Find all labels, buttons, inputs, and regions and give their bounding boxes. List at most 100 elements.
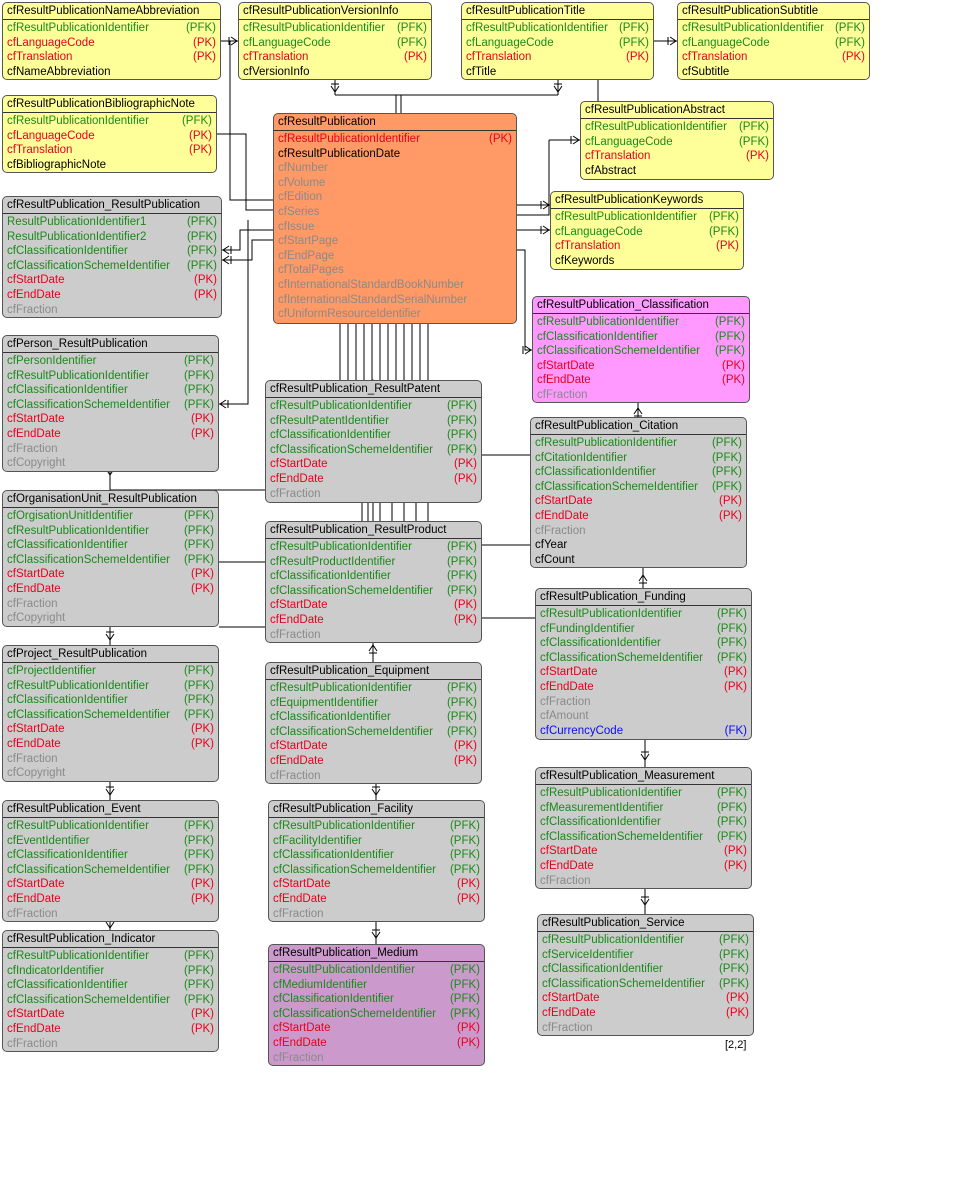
attribute-row: cfClassificationIdentifier(PFK) bbox=[7, 244, 217, 259]
attribute-key bbox=[210, 442, 214, 457]
attribute-row: cfClassificationSchemeIdentifier(PFK) bbox=[7, 708, 214, 723]
attribute-row: cfLanguageCode(PK) bbox=[7, 36, 216, 51]
attribute-key: (PFK) bbox=[834, 36, 865, 49]
attribute-name: cfUniformResourceIdentifier bbox=[278, 308, 421, 321]
attribute-row: cfClassificationIdentifier(PFK) bbox=[7, 978, 214, 993]
attribute-name: cfStartDate bbox=[540, 666, 598, 679]
attribute-name: cfEndDate bbox=[270, 613, 324, 626]
attribute-key: (PFK) bbox=[446, 414, 477, 427]
attribute-row: cfStartDate(PK) bbox=[7, 567, 214, 582]
attribute-row: cfEndDate(PK) bbox=[7, 582, 214, 597]
relationship-line bbox=[517, 249, 532, 351]
attribute-key bbox=[210, 1037, 214, 1051]
attribute-row: cfResultPublicationIdentifier(PFK) bbox=[7, 21, 216, 36]
attribute-key bbox=[861, 65, 865, 79]
entity-title: cfResultPublication_Classification bbox=[533, 297, 749, 314]
attribute-row: cfIssue bbox=[278, 220, 512, 235]
attribute-row: cfFundingIdentifier(PFK) bbox=[540, 622, 747, 637]
attribute-key: (PK) bbox=[489, 133, 512, 145]
attribute-row: cfFraction bbox=[537, 388, 745, 402]
attribute-name: cfFraction bbox=[273, 907, 324, 920]
attribute-key bbox=[508, 293, 512, 308]
attribute-name: cfTranslation bbox=[243, 51, 309, 64]
entity-attributes: cfResultPublicationIdentifier(PFK)cfLang… bbox=[239, 20, 431, 79]
attribute-name: cfClassificationSchemeIdentifier bbox=[7, 863, 170, 876]
attribute-key: (PFK) bbox=[185, 22, 216, 34]
crows-foot-marker bbox=[522, 345, 532, 355]
entity-title: cfResultPublication_Measurement bbox=[536, 768, 751, 785]
attribute-name: cfResultPublicationIdentifier bbox=[270, 682, 412, 694]
attribute-name: cfResultPublicationIdentifier bbox=[270, 541, 412, 553]
attribute-row: cfResultPublicationIdentifier (PFK) bbox=[7, 369, 214, 384]
attribute-name: cfFraction bbox=[7, 752, 58, 765]
attribute-name: cfCitationIdentifier bbox=[535, 451, 628, 464]
attribute-name: cfTranslation bbox=[682, 51, 748, 64]
attribute-key: (PK) bbox=[724, 666, 747, 679]
attribute-row: cfStartDate(PK) bbox=[7, 412, 214, 427]
attribute-row: cfEndDate(PK) bbox=[542, 1006, 749, 1021]
attribute-key bbox=[735, 254, 739, 269]
attribute-key: (PFK) bbox=[183, 950, 214, 962]
attribute-name: cfStartDate bbox=[273, 1022, 331, 1035]
attribute-name: cfClassificationIdentifier bbox=[270, 570, 391, 583]
attribute-row: cfTranslation(PK) bbox=[243, 50, 427, 65]
attribute-row: cfStartDate(PK) bbox=[7, 273, 217, 288]
entity-attributes: cfResultPublicationIdentifier(PFK)cfResu… bbox=[266, 398, 481, 502]
attribute-key: (PK) bbox=[194, 274, 217, 287]
attribute-name: cfResultPublicationIdentifier bbox=[243, 22, 385, 34]
attribute-key: (PK) bbox=[194, 288, 217, 301]
attribute-name: cfClassificationSchemeIdentifier bbox=[537, 345, 700, 358]
attribute-key: (PK) bbox=[719, 509, 742, 522]
attribute-name: cfClassificationIdentifier bbox=[273, 993, 394, 1006]
attribute-key bbox=[508, 176, 512, 191]
attribute-row: cfClassificationIdentifier(PFK) bbox=[535, 465, 742, 480]
attribute-row: cfEndDate(PK) bbox=[270, 613, 477, 628]
attribute-row: cfBibliographicNote bbox=[7, 158, 212, 172]
attribute-name: cfFraction bbox=[535, 524, 586, 537]
attribute-key bbox=[210, 752, 214, 767]
crows-foot-marker bbox=[570, 135, 580, 145]
attribute-key: (PK) bbox=[726, 1006, 749, 1019]
attribute-key bbox=[508, 205, 512, 220]
entity-title: cfResultPublicationBibliographicNote bbox=[3, 96, 216, 113]
entity-title: cfResultPublication bbox=[274, 114, 516, 131]
attribute-row: cfLanguageCode(PFK) bbox=[682, 36, 865, 51]
crows-foot-marker bbox=[222, 245, 232, 255]
attribute-row: cfYear bbox=[535, 538, 742, 553]
attribute-name: cfResultProductIdentifier bbox=[270, 555, 396, 568]
attribute-key: (PFK) bbox=[716, 816, 747, 829]
attribute-row: cfPersonIdentifier(PFK) bbox=[7, 354, 214, 369]
entity-title: cfResultPublication_Medium bbox=[269, 945, 484, 962]
attribute-name: cfEndDate bbox=[537, 374, 591, 387]
attribute-name: cfClassificationSchemeIdentifier bbox=[7, 993, 170, 1006]
page-label: [2,2] bbox=[725, 1039, 747, 1051]
attribute-name: cfEndDate bbox=[7, 1022, 61, 1035]
attribute-row: cfVolume bbox=[278, 176, 512, 191]
attribute-name: cfStartDate bbox=[7, 878, 65, 891]
attribute-row: cfClassificationIdentifier(PFK) bbox=[273, 848, 480, 863]
attribute-key: (PFK) bbox=[183, 510, 214, 522]
attribute-name: cfResultPublicationIdentifier bbox=[7, 369, 149, 382]
attribute-row: cfLanguageCode(PFK) bbox=[243, 36, 427, 51]
attribute-row: cfEndDate(PK) bbox=[7, 892, 214, 907]
attribute-key: (PFK) bbox=[446, 682, 477, 694]
attribute-row: cfCitationIdentifier(PFK) bbox=[535, 451, 742, 466]
attribute-key: (PFK) bbox=[183, 369, 214, 382]
attribute-row: cfVersionInfo bbox=[243, 65, 427, 79]
attribute-name: cfEndDate bbox=[540, 859, 594, 872]
attribute-name: cfKeywords bbox=[555, 254, 615, 267]
attribute-name: cfFraction bbox=[7, 907, 58, 920]
crows-foot-marker bbox=[371, 786, 381, 796]
relationship-line bbox=[517, 140, 550, 216]
attribute-row: cfClassificationIdentifier (PFK) bbox=[273, 992, 480, 1007]
attribute-key: (PFK) bbox=[449, 993, 480, 1006]
attribute-row: cfTranslation(PK) bbox=[555, 239, 739, 254]
attribute-key: (PFK) bbox=[708, 225, 739, 238]
attribute-name: cfClassificationIdentifier bbox=[270, 711, 391, 724]
relationship-line bbox=[222, 239, 273, 261]
